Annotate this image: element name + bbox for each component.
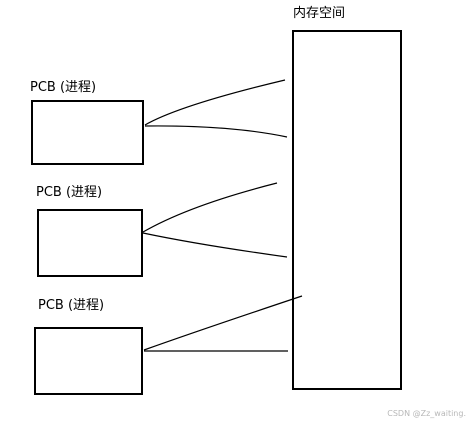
memory-space-box [292,30,402,390]
memory-space-label: 内存空间 [293,6,346,21]
pcb3-link-upper [143,295,303,351]
pcb2-link-lower [142,232,288,258]
pcb2-link-upper [142,182,278,233]
pcb-label-3: PCB (进程) [38,298,105,313]
pcb-box-1 [31,100,144,165]
pcb-label-2: PCB (进程) [36,185,103,200]
pcb-box-2 [37,209,143,277]
pcb-label-1: PCB (进程) [30,80,97,95]
pcb1-link-upper [144,79,286,126]
watermark-text: CSDN @Zz_waiting. [387,409,466,418]
pcb1-link-lower [144,125,288,138]
pcb-box-3 [34,327,143,395]
